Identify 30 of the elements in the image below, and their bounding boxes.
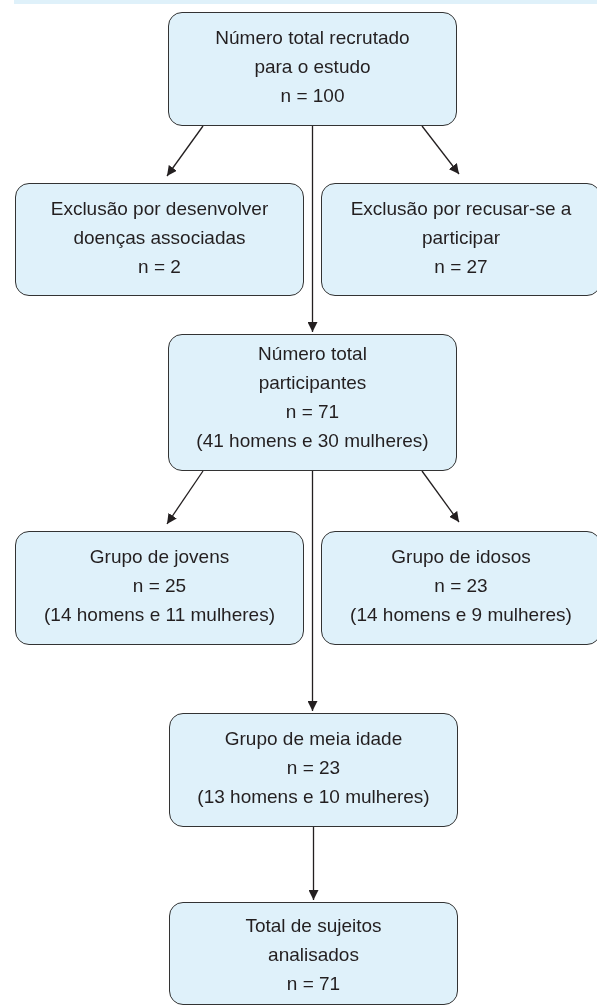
- process-box: [15, 531, 304, 645]
- arrow: [308, 826, 319, 901]
- box-text: (14 homens e 9 mulheres): [350, 603, 572, 627]
- box-text: n = 71: [285, 400, 340, 424]
- process-box: [169, 713, 458, 827]
- arrow: [166, 470, 204, 525]
- arrow: [307, 470, 318, 712]
- arrow: [421, 125, 460, 175]
- box-heading: Grupo de jovens: [89, 545, 230, 569]
- arrow: [421, 470, 460, 523]
- process-box: [169, 902, 458, 1005]
- box-text: (14 homens e 11 mulheres): [44, 603, 275, 627]
- box-text: (13 homens e 10 mulheres): [197, 785, 430, 809]
- box-text: n = 100: [280, 84, 345, 108]
- box-text: (41 homens e 30 mulheres): [196, 429, 429, 453]
- box-text: n = 25: [132, 574, 187, 598]
- arrow: [166, 125, 204, 177]
- box-text: n = 23: [286, 756, 341, 780]
- process-box: [321, 183, 597, 296]
- process-box: [321, 531, 597, 645]
- box-text: n = 2: [138, 255, 181, 279]
- box-text: n = 71: [286, 972, 341, 996]
- process-box: [168, 334, 457, 471]
- box-heading: Grupo de idosos: [391, 545, 531, 569]
- process-box: [168, 12, 457, 126]
- box-text: n = 23: [434, 574, 488, 598]
- arrow: [307, 125, 318, 333]
- box-text: n = 27: [434, 255, 488, 279]
- process-box: [15, 183, 304, 296]
- box-heading: Grupo de meia idade: [224, 727, 403, 751]
